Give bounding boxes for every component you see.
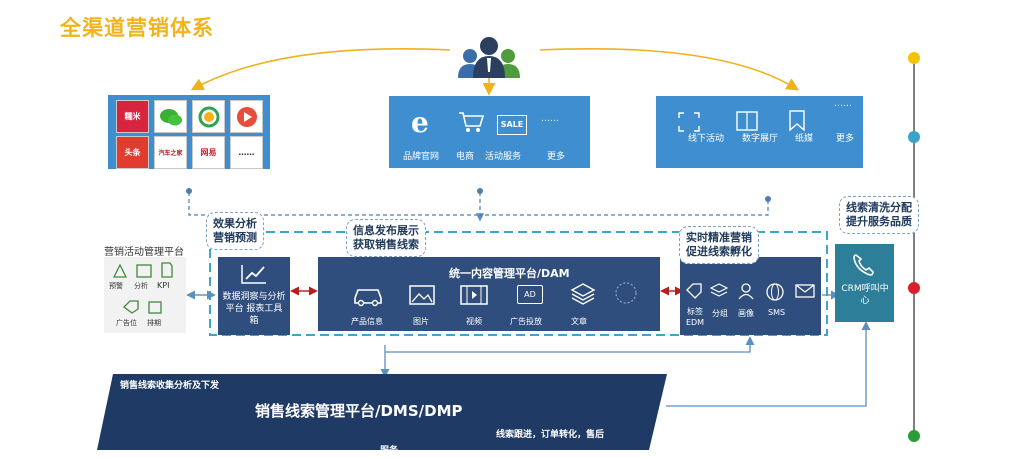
bookmark-icon [789,110,805,132]
kpi-icon [161,262,173,278]
offline-more-dots: …… [834,99,852,109]
film-icon [460,285,488,305]
dms-bottom-label: 线索跟进，订单转化，售后 [496,430,605,440]
platform-item-kpi[interactable]: KPI [157,281,170,290]
dms-cut-label: 服务 [380,446,399,456]
offline-channels-panel [656,96,863,168]
callout-analysis-line2: 营销预测 [213,231,257,244]
phone-icon [853,254,874,276]
callout-crm-line2: 提升服务品质 [846,215,912,228]
picture-icon [409,285,435,305]
crm-box[interactable] [835,244,894,322]
dam-title: 统一内容管理平台/DAM [449,267,570,280]
arc-left [190,48,451,91]
app-tile-autohome[interactable]: 汽车之家 [154,136,187,169]
timeline-dot-2 [908,131,920,143]
tag-icon [686,283,702,299]
chart-icon [241,265,266,284]
channel-activity[interactable]: 活动服务 [485,152,522,162]
app-tile-4[interactable] [230,100,263,133]
app-tile-toutiao[interactable]: 头条 [116,136,149,169]
channel-online-more[interactable]: 更多 [547,152,566,162]
alert-icon [113,264,127,278]
globe-icon [766,283,784,301]
precision-item-portrait[interactable]: 画像 [738,309,754,318]
channel-offline-event[interactable]: 线下活动 [688,134,725,144]
platform-item-analysis[interactable]: 分析 [134,282,148,290]
stack-icon [710,283,728,297]
channel-brand-site[interactable]: 品牌官网 [403,152,440,162]
page-title: 全渠道营销体系 [60,16,214,40]
user-icon [738,283,754,300]
callout-crm: 线索清洗分配 提升服务品质 [839,196,919,234]
dms-title: 销售线索管理平台/DMS/DMP [255,402,463,420]
dam-item-image[interactable]: 图片 [413,317,429,326]
dam-item-video[interactable]: 视频 [466,317,482,326]
arc-right [539,48,800,91]
data-insight-label: 数据洞察与分析平台 报表工具箱 [222,292,286,326]
book-icon [736,111,758,131]
online-channels-panel [389,96,590,168]
channel-offline-more[interactable]: 更多 [836,134,855,144]
callout-crm-line1: 线索清洗分配 [846,201,912,214]
platform-item-ad-slot[interactable]: 广告位 [116,319,137,327]
callout-analysis-line1: 效果分析 [213,217,257,230]
callout-realtime: 实时精准营销 促进线索孵化 [679,226,759,264]
callout-realtime-line2: 促进线索孵化 [686,245,752,258]
callout-info: 信息发布展示 获取销售线索 [346,219,426,257]
ad-icon: AD [517,285,543,304]
platform-item-alert[interactable]: 预警 [109,282,123,290]
dam-item-product[interactable]: 产品信息 [351,317,383,326]
app-tile-3[interactable] [192,100,225,133]
crm-label: CRM呼叫中心 [841,284,889,306]
dam-item-ad[interactable]: 广告投放 [510,317,542,326]
ad-slot-icon [123,300,139,314]
callout-info-line2: 获取销售线索 [353,238,419,251]
precision-item-sms[interactable]: SMS [768,308,786,317]
dms-banner[interactable] [95,372,669,452]
timeline-dot-3 [908,282,920,294]
channel-ecommerce[interactable]: 电商 [456,152,475,162]
app-tile-netease[interactable]: 网易 [192,136,225,169]
app-tile-nuomi[interactable]: 糯米 [116,100,149,133]
platform-item-schedule[interactable]: 排期 [147,319,161,327]
sale-icon: SALE [497,115,527,135]
callout-analysis: 效果分析 营销预测 [206,212,264,250]
schedule-icon [148,301,162,314]
mail-icon [795,284,815,298]
dam-platform-box[interactable] [318,257,660,331]
online-more-dots: …… [541,114,559,124]
network-icon [615,282,637,304]
analysis-icon [136,264,152,278]
timeline-dot-4 [908,430,920,442]
channel-print-media[interactable]: 纸媒 [795,134,814,144]
dms-top-label: 销售线索收集分析及下发 [120,381,220,391]
layers-icon [570,283,596,305]
qr-icon [678,112,700,132]
callout-realtime-line1: 实时精准营销 [686,231,752,244]
marketing-platform-title: 营销活动管理平台 [104,247,184,258]
users-icon [458,37,520,78]
dam-item-article[interactable]: 文章 [571,317,587,326]
cart-icon [459,112,485,132]
callout-info-line1: 信息发布展示 [353,224,419,237]
channel-digital-showroom[interactable]: 数字展厅 [742,134,779,144]
precision-item-tag-edm[interactable]: 标签EDM [685,307,705,327]
precision-item-group[interactable]: 分组 [712,309,728,318]
timeline-dot-1 [908,52,920,64]
data-insight-box[interactable] [218,257,290,335]
wechat-icon[interactable] [154,100,187,133]
app-tile-more[interactable]: …… [230,136,263,169]
car-icon [354,289,382,307]
ie-icon: e [411,106,429,139]
